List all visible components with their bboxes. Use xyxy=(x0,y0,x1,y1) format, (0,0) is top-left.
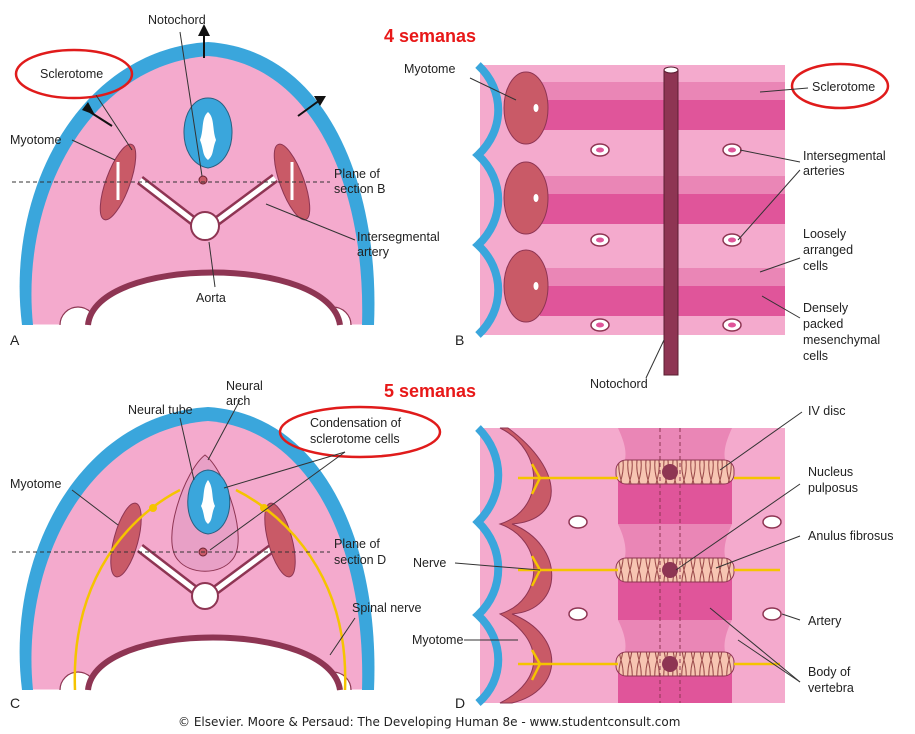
panel-d-drawing xyxy=(455,412,802,703)
label-nucleus-line1: Nucleus xyxy=(808,465,853,479)
label-spinal-nerve: Spinal nerve xyxy=(352,601,422,615)
label-densely-line3: mesenchymal xyxy=(803,333,880,347)
label-sclerotome-b: Sclerotome xyxy=(812,80,875,94)
label-condensation-line2: sclerotome cells xyxy=(310,432,400,446)
label-body-line2: vertebra xyxy=(808,681,854,695)
label-loosely-line2: arranged xyxy=(803,243,853,257)
panel-label-a: A xyxy=(10,332,20,348)
label-loosely-line1: Loosely xyxy=(803,227,847,241)
label-loosely-line3: cells xyxy=(803,259,828,273)
label-densely-line4: cells xyxy=(803,349,828,363)
label-condensation-line1: Condensation of xyxy=(310,416,402,430)
label-myotome-c: Myotome xyxy=(10,477,61,491)
label-body-line1: Body of xyxy=(808,665,851,679)
label-myotome-a: Myotome xyxy=(10,133,61,147)
label-nerve: Nerve xyxy=(413,556,446,570)
label-neural-arch-line2: arch xyxy=(226,394,250,408)
label-notochord-a: Notochord xyxy=(148,13,206,27)
label-nucleus-line2: pulposus xyxy=(808,481,858,495)
label-densely-line2: packed xyxy=(803,317,843,331)
label-interseg-artery-line1: Intersegmental xyxy=(357,230,440,244)
label-plane-a-line2: section B xyxy=(334,182,385,196)
heading-week5: 5 semanas xyxy=(384,381,476,401)
panel-label-c: C xyxy=(10,695,20,711)
label-myotome-b: Myotome xyxy=(404,62,455,76)
label-interseg-arteries-line2: arteries xyxy=(803,164,845,178)
label-iv-disc: IV disc xyxy=(808,404,846,418)
panel-label-d: D xyxy=(455,695,465,711)
label-plane-c-line1: Plane of xyxy=(334,537,380,551)
label-anulus: Anulus fibrosus xyxy=(808,529,893,543)
label-notochord-b: Notochord xyxy=(590,377,648,391)
label-interseg-arteries-line1: Intersegmental xyxy=(803,149,886,163)
label-densely-line1: Densely xyxy=(803,301,849,315)
heading-week4: 4 semanas xyxy=(384,26,476,46)
label-interseg-artery-line2: artery xyxy=(357,245,390,259)
label-neural-arch-line1: Neural xyxy=(226,379,263,393)
label-plane-a-line1: Plane of xyxy=(334,167,380,181)
label-artery-d: Artery xyxy=(808,614,842,628)
panel-label-b: B xyxy=(455,332,464,348)
label-sclerotome-a: Sclerotome xyxy=(40,67,103,81)
label-plane-c-line2: section D xyxy=(334,553,386,567)
label-aorta: Aorta xyxy=(196,291,226,305)
label-myotome-d: Myotome xyxy=(412,633,463,647)
label-neural-tube: Neural tube xyxy=(128,403,193,417)
credit-line: © Elsevier. Moore & Persaud: The Develop… xyxy=(178,715,680,729)
